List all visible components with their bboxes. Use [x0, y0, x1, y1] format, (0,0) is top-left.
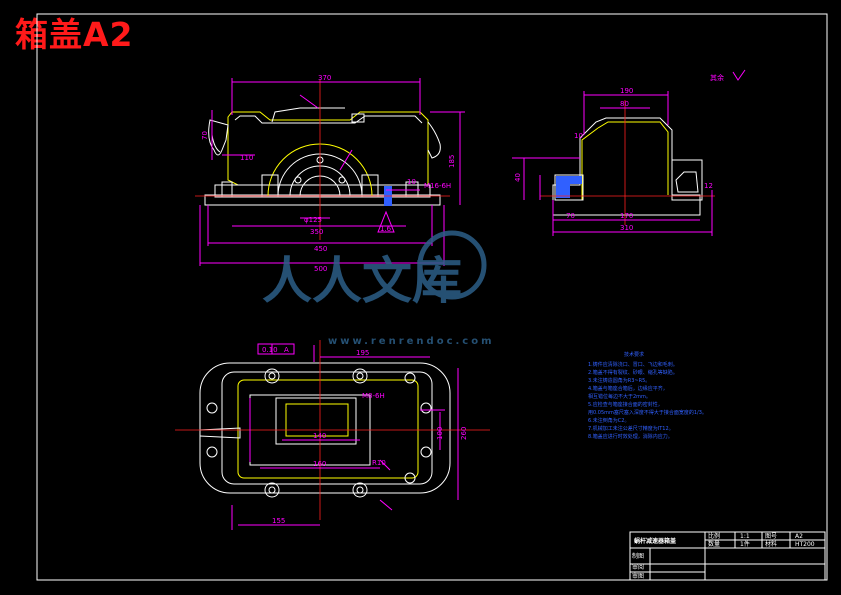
plan-dim-bottom-155: 155 [272, 517, 285, 525]
note-line: 7.机械加工未注公差尺寸精度为IT12。 [588, 425, 674, 432]
side-dim-width-170: 170 [620, 212, 633, 220]
scale-value: 1:1 [740, 533, 750, 540]
front-dim-flange-width: 350 [310, 228, 323, 236]
front-dim-inner-height: 110 [240, 154, 253, 162]
material-value: HT200 [795, 541, 815, 548]
side-dim-right-12: 12 [704, 182, 713, 190]
note-line: 8.箱盖应进行时效处理，消除内应力。 [588, 433, 673, 440]
plan-dim-h100: 100 [436, 427, 444, 440]
sheet-border [36, 13, 828, 581]
drawing-no-label: 图号 [765, 533, 777, 540]
plan-tolerance-b: A [284, 346, 289, 354]
designer-label: 制图 [632, 552, 644, 560]
note-line: 6.未注倒角为C2。 [588, 417, 629, 424]
title-block [629, 531, 826, 581]
drawing-no-value: A2 [795, 533, 803, 540]
plan-hole-spec: M8-6H [362, 392, 385, 400]
qty-value: 1件 [740, 540, 750, 548]
front-roughness: 1.6 [380, 225, 392, 233]
note-line: 4.箱盖与箱座合箱后，边缘应平齐， [588, 385, 668, 392]
front-dim-left-height: 70 [201, 131, 209, 140]
surface-note: 其余 [710, 73, 724, 82]
sheet-title: 箱盖A2 [15, 15, 134, 54]
note-line: 2.箱盖不得有裂纹、砂眼、缩孔等缺陷。 [588, 369, 678, 376]
note-line: 1.铸件应清除浇口、冒口、飞边和毛刺。 [588, 361, 678, 368]
note-line: 用0.05mm塞尺塞入深度不得大于接合面宽度的1/3。 [588, 409, 707, 416]
side-dim-inner-width: 80 [620, 100, 629, 108]
plan-dim-h260: 260 [460, 427, 468, 440]
front-dim-total-width: 450 [314, 245, 327, 253]
title-block-name: 蜗杆减速器箱盖 [634, 537, 676, 545]
front-dim-side-small: 10 [407, 178, 416, 186]
front-dim-height: 185 [448, 155, 456, 168]
watermark: 人人文库 www.renrendoc.com [262, 230, 495, 347]
front-view [195, 78, 465, 266]
front-dim-hole-spec: M16-6H [424, 182, 451, 190]
side-dim-top-width: 190 [620, 87, 633, 95]
front-dim-top-width: 370 [318, 74, 331, 82]
roughness-symbol [732, 69, 746, 81]
note-line: 相互错位每边不大于2mm。 [588, 393, 651, 400]
reviewer-label: 审图 [632, 572, 644, 580]
front-dim-bore: φ125 [304, 216, 322, 224]
plan-dim-w140: 140 [313, 432, 326, 440]
watermark-text: 人人文库 [262, 252, 462, 310]
side-dim-width-70: 70 [566, 212, 575, 220]
notes-heading: 技术要求 [624, 351, 644, 358]
side-view [512, 91, 715, 236]
technical-notes: 技术要求 1.铸件应清除浇口、冒口、飞边和毛刺。 2.箱盖不得有裂纹、砂眼、缩孔… [588, 351, 707, 440]
checker-label: 审阅 [632, 563, 644, 571]
qty-label: 数量 [708, 540, 720, 548]
side-dim-left-10: 10 [574, 132, 583, 140]
scale-label: 比例 [708, 532, 720, 540]
plan-dim-top-195: 195 [356, 349, 369, 357]
front-dim-base-width: 500 [314, 265, 327, 273]
side-dim-height-40: 40 [514, 173, 522, 182]
plan-view [175, 340, 490, 530]
note-line: 5.应检查与箱座接合面的密封性， [588, 401, 663, 408]
plan-tolerance-a: 0.10 [262, 346, 278, 354]
side-dim-total: 310 [620, 224, 633, 232]
material-label: 材料 [765, 540, 777, 548]
plan-dim-w160: 160 [313, 460, 326, 468]
plan-r10: R10 [372, 459, 386, 467]
note-line: 3.未注铸造圆角为R3~R5。 [588, 377, 650, 384]
watermark-url: www.renrendoc.com [328, 336, 495, 347]
